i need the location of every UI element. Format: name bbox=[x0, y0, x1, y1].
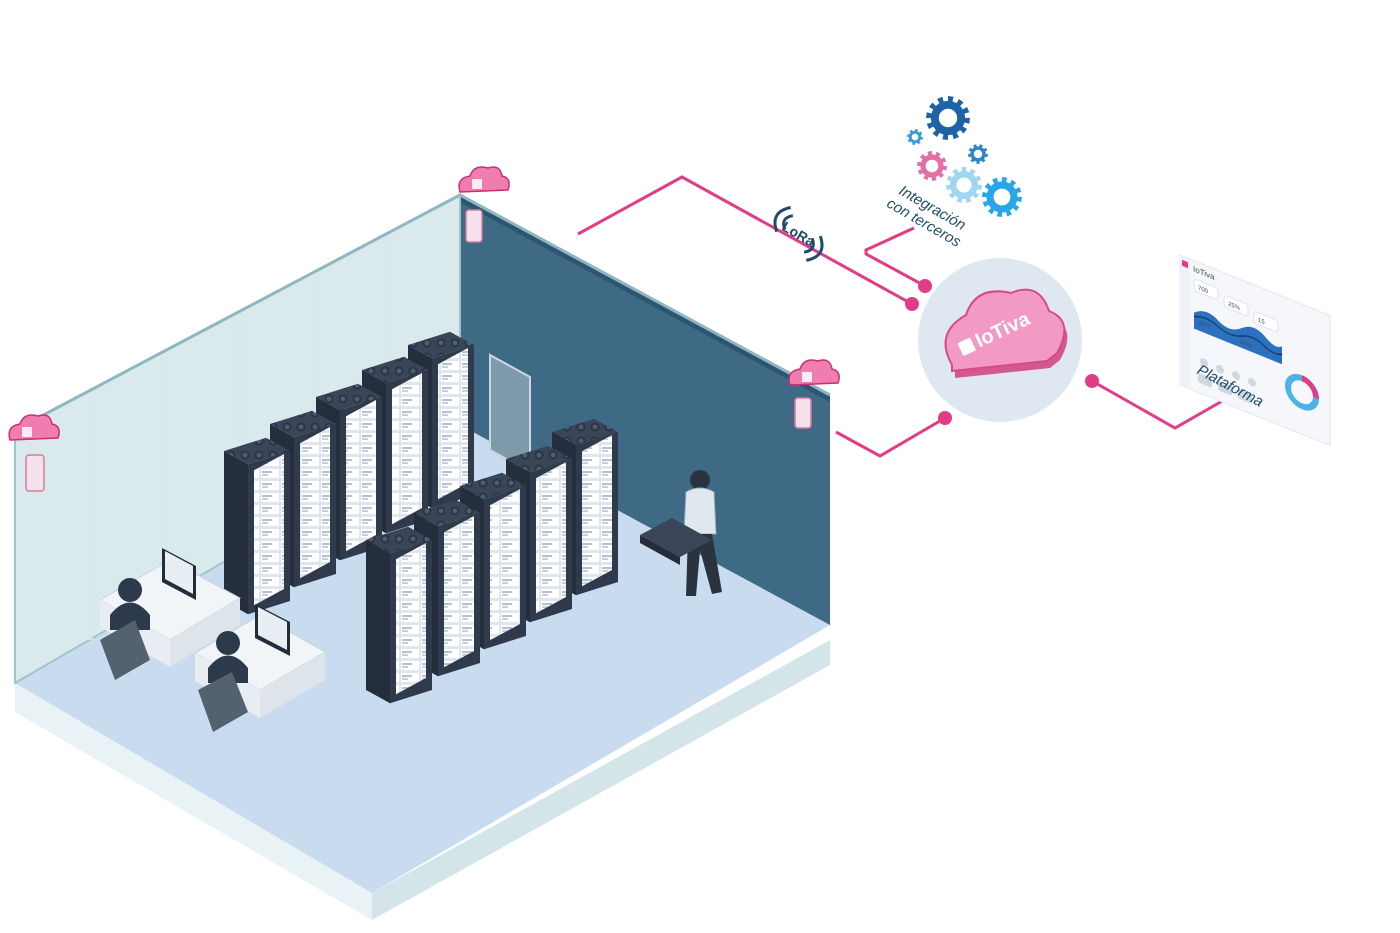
cloud-icon bbox=[788, 359, 840, 386]
workstation bbox=[98, 548, 242, 680]
rack-panel bbox=[346, 400, 376, 552]
svg-text:30%: 30% bbox=[1240, 338, 1252, 350]
server-rack bbox=[224, 437, 290, 615]
rack-top bbox=[414, 499, 480, 527]
rack-top bbox=[270, 410, 336, 438]
rack-top bbox=[366, 526, 432, 554]
gear-icon bbox=[982, 177, 1022, 217]
svg-text:700: 700 bbox=[1198, 284, 1209, 295]
rack-top bbox=[362, 356, 428, 384]
chair bbox=[198, 672, 248, 732]
floor-slab-left bbox=[15, 683, 372, 920]
rack-panel bbox=[490, 489, 520, 641]
rack-top bbox=[506, 445, 572, 473]
gear-icon bbox=[946, 167, 982, 203]
rack-panel bbox=[438, 348, 468, 500]
rack-top bbox=[552, 418, 618, 446]
rack-top bbox=[408, 331, 474, 359]
gear-icon bbox=[968, 144, 988, 164]
back-wall-top bbox=[460, 195, 830, 402]
rack-panel bbox=[300, 427, 330, 579]
gear-icon bbox=[917, 151, 947, 181]
server-unit-carried bbox=[640, 518, 712, 557]
central-cloud-node: IoTiva bbox=[918, 258, 1082, 422]
rack-side bbox=[224, 451, 248, 615]
wall-sensor-corner bbox=[465, 209, 483, 243]
cloud-icon bbox=[8, 414, 60, 441]
gears-cluster bbox=[907, 96, 1022, 217]
cloud-icon bbox=[458, 166, 510, 193]
iotiva-logo-mark bbox=[957, 337, 977, 357]
wall-sensor-right bbox=[794, 397, 812, 429]
technician bbox=[640, 470, 722, 596]
rack-top bbox=[224, 437, 290, 465]
rack-panel bbox=[444, 516, 474, 668]
rack-panel bbox=[536, 462, 566, 614]
integration-label: Integración con terceros bbox=[884, 182, 969, 251]
chair bbox=[100, 620, 150, 680]
wall-sensor-left bbox=[25, 454, 45, 492]
connection-lines bbox=[577, 175, 1239, 458]
cloud-icon bbox=[944, 288, 1066, 373]
rack-top bbox=[460, 472, 526, 500]
svg-text:25%: 25% bbox=[1228, 301, 1240, 313]
rack-panel bbox=[582, 435, 612, 587]
floor-slab-right bbox=[372, 640, 830, 920]
back-wall bbox=[460, 195, 830, 625]
rack-panel bbox=[254, 454, 284, 606]
svg-text:15: 15 bbox=[1258, 317, 1265, 327]
rack-panel bbox=[392, 373, 422, 525]
server-racks bbox=[224, 331, 618, 704]
workstation bbox=[193, 604, 327, 732]
connection-dots bbox=[905, 279, 1099, 425]
line-cloud-to-platform bbox=[1091, 379, 1239, 430]
line-room-to-cloud-top bbox=[577, 175, 913, 306]
dashboard-logo-mark bbox=[1182, 259, 1188, 269]
platform-dashboard: IoTiva 700 25% 15 20°C 30% bbox=[1179, 254, 1331, 447]
line-room-to-cloud-bottom bbox=[835, 416, 946, 458]
gear-icon bbox=[907, 129, 923, 145]
rack-top bbox=[316, 383, 382, 411]
gear-icon bbox=[926, 96, 970, 140]
rack-panel bbox=[396, 543, 426, 695]
lora-label: LoRa bbox=[779, 218, 817, 249]
rack-side bbox=[366, 540, 390, 704]
server-rack bbox=[366, 526, 432, 704]
line-integration-to-cloud bbox=[864, 226, 926, 288]
